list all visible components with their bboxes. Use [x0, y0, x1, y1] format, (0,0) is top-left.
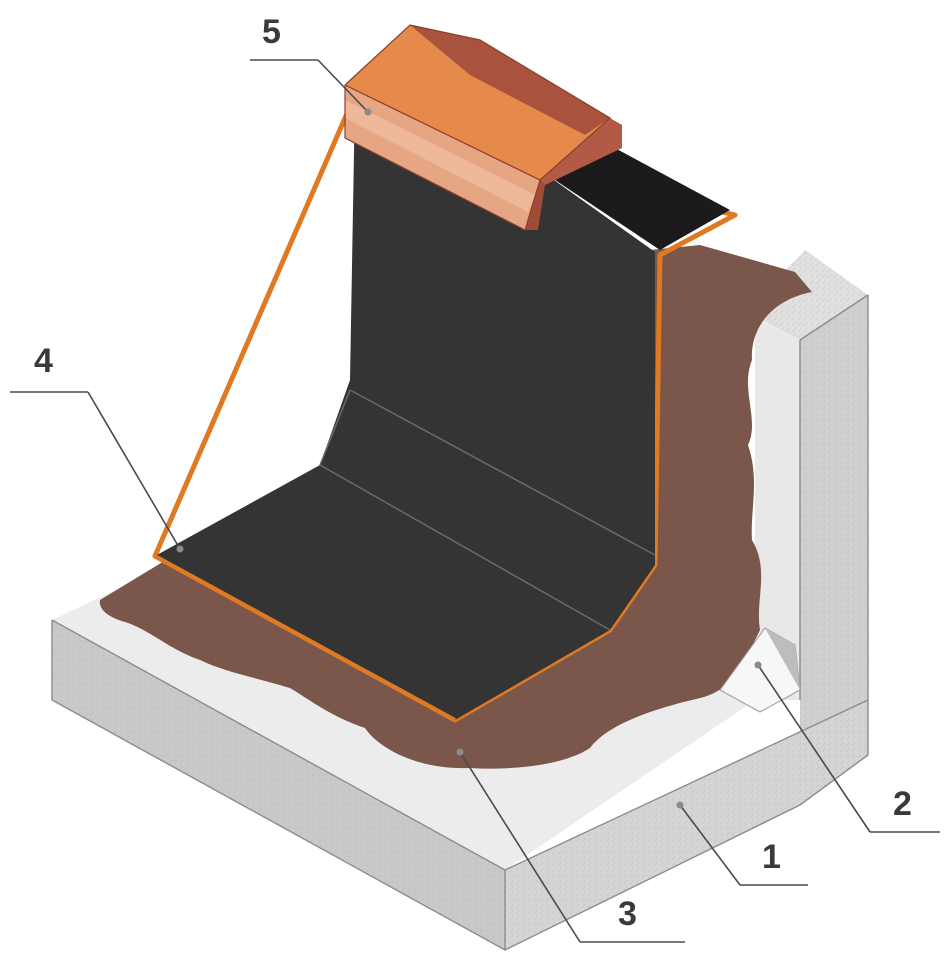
wall-inner-face	[755, 318, 800, 700]
fillet-block	[719, 627, 801, 713]
callout-5: 5	[262, 13, 281, 51]
membrane-body	[155, 95, 655, 720]
callout-4: 4	[34, 342, 53, 380]
membrane-top-strip	[540, 140, 730, 250]
callout-2: 2	[893, 785, 912, 823]
callout-3: 3	[618, 895, 637, 933]
callout-1: 1	[762, 838, 781, 876]
cap-element	[344, 24, 622, 231]
callouts: 5 4 2 1 3	[10, 13, 940, 943]
